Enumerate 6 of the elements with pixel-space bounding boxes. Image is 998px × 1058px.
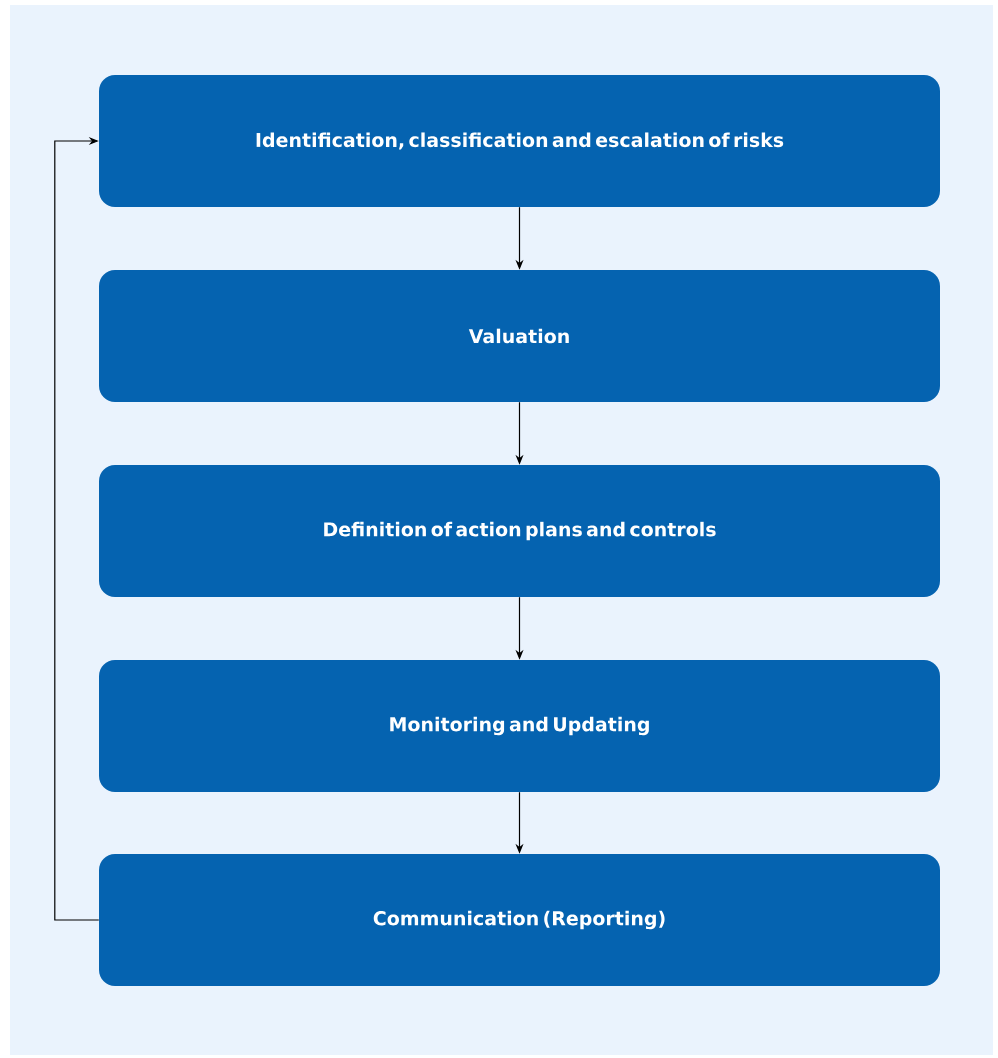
process-box: Definition of action plans and controls (99, 465, 940, 597)
arrow (54, 136, 100, 921)
process-box: Identification, classification and escalation of risks (99, 75, 940, 207)
process-box: Monitoring and Updating (99, 660, 940, 792)
process-box: Communication (Reporting) (99, 854, 940, 986)
process-box: Valuation (99, 270, 940, 402)
